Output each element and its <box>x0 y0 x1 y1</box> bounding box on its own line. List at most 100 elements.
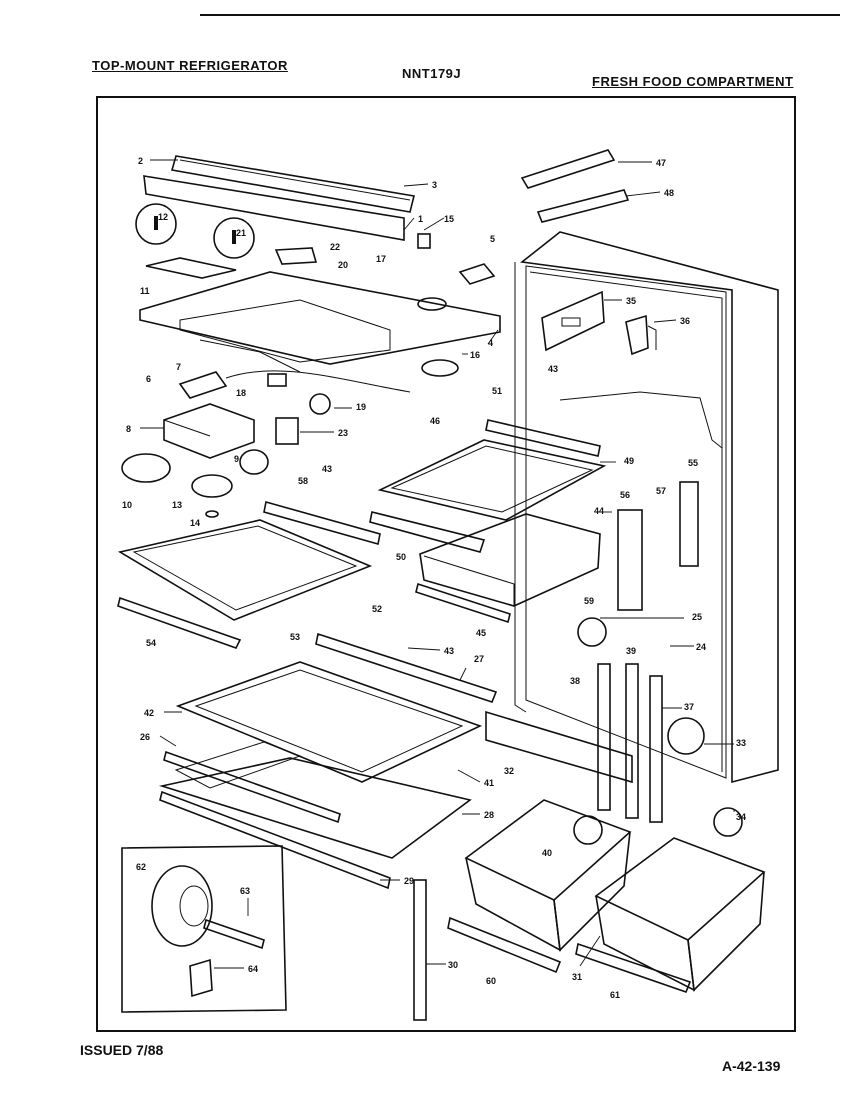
callout-labels: 2 3 1 15 12 21 22 20 5 17 11 4 7 16 6 18… <box>122 156 746 1000</box>
callout-61: 61 <box>610 990 620 1000</box>
part-30-adjuster <box>413 879 427 1021</box>
part-54-trim <box>117 596 242 649</box>
callout-1: 1 <box>418 214 423 224</box>
part-15-light-socket <box>417 233 431 249</box>
callout-36: 36 <box>680 316 690 326</box>
section-heading: FRESH FOOD COMPARTMENT <box>592 74 794 89</box>
callout-11: 11 <box>140 286 150 296</box>
part-20-heater <box>274 247 318 265</box>
callout-25: 25 <box>692 612 702 622</box>
callout-17: 17 <box>376 254 386 264</box>
callout-18: 18 <box>236 388 246 398</box>
callout-48: 48 <box>664 188 674 198</box>
callout-8: 8 <box>126 424 131 434</box>
part-9-knob-callout <box>239 449 269 475</box>
part-11-bracket <box>145 257 237 279</box>
part-48-trim <box>536 189 630 223</box>
callout-54: 54 <box>146 638 156 648</box>
callout-20: 20 <box>338 260 348 270</box>
callout-50: 50 <box>396 552 406 562</box>
callout-13: 13 <box>172 500 182 510</box>
callout-55: 55 <box>688 458 698 468</box>
callout-40: 40 <box>542 848 552 858</box>
callout-43b: 43 <box>322 464 332 474</box>
issued-date: ISSUED 7/88 <box>80 1042 164 1058</box>
part-5-damper <box>458 263 496 285</box>
part-61-trim <box>575 942 692 994</box>
part-42-shelf-lower <box>175 632 498 783</box>
part-19-light-bulb <box>309 393 331 415</box>
callout-28: 28 <box>484 810 494 820</box>
part-31-crisper-drawer-right <box>594 837 766 992</box>
callout-7: 7 <box>176 362 181 372</box>
callout-21: 21 <box>236 228 246 238</box>
callout-32: 32 <box>504 766 514 776</box>
part-47-trim <box>520 149 616 189</box>
capillary-tube <box>225 370 411 393</box>
callout-9: 9 <box>234 454 239 464</box>
part-40-callout <box>573 815 603 845</box>
part-55-control <box>679 481 699 567</box>
part-21-screw-callout <box>213 217 255 259</box>
callout-15: 15 <box>444 214 454 224</box>
callout-47: 47 <box>656 158 666 168</box>
callout-45: 45 <box>476 628 486 638</box>
part-37-rail <box>649 675 663 823</box>
callout-12: 12 <box>158 212 168 222</box>
callout-26: 26 <box>140 732 150 742</box>
callout-41: 41 <box>484 778 494 788</box>
callout-2: 2 <box>138 156 143 166</box>
callout-3: 3 <box>432 180 437 190</box>
callout-38: 38 <box>570 676 580 686</box>
callout-34: 34 <box>736 812 746 822</box>
part-17-control-knob <box>417 297 447 311</box>
part-50-trim <box>369 511 486 553</box>
part-23-switch <box>275 417 299 445</box>
part-16-knob <box>421 359 459 377</box>
part-53-shelf-middle <box>117 500 381 621</box>
callout-51: 51 <box>492 386 502 396</box>
callout-63: 63 <box>240 886 250 896</box>
callout-22: 22 <box>330 242 340 252</box>
part-12-screw-callout <box>135 203 177 245</box>
part-34-leveler <box>713 807 743 837</box>
callout-23: 23 <box>338 428 348 438</box>
callout-37: 37 <box>684 702 694 712</box>
callout-43: 43 <box>548 364 558 374</box>
part-2-3-top-cover <box>143 155 415 241</box>
callout-57: 57 <box>656 486 666 496</box>
part-6-thermostat <box>178 371 228 399</box>
callout-19: 19 <box>356 402 366 412</box>
part-35-shield <box>541 290 605 352</box>
top-rule <box>200 14 840 16</box>
callout-33: 33 <box>736 738 746 748</box>
callout-58: 58 <box>298 476 308 486</box>
part-38-rail <box>597 663 611 811</box>
callout-60: 60 <box>486 976 496 986</box>
part-60-trim <box>447 916 562 974</box>
part-31-crisper-drawer-left <box>464 799 632 952</box>
part-56-cover <box>617 509 643 611</box>
leader-lines <box>140 159 735 969</box>
callout-52: 52 <box>372 604 382 614</box>
part-33-hinge-callout <box>667 717 705 755</box>
part-14-spring <box>205 510 219 518</box>
part-44-meat-drawer <box>419 513 601 607</box>
callout-39: 39 <box>626 646 636 656</box>
callout-4: 4 <box>488 338 493 348</box>
part-10-dial <box>121 453 171 483</box>
part-32-grille <box>485 710 633 784</box>
part-8-control-housing <box>163 403 255 459</box>
model-number: NNT179J <box>402 66 462 81</box>
callout-31: 31 <box>572 972 582 982</box>
callout-59: 59 <box>584 596 594 606</box>
part-39-rail <box>625 663 639 819</box>
part-18-socket <box>267 373 287 387</box>
part-13-dial <box>191 474 233 498</box>
part-29-trim <box>159 790 391 890</box>
callout-29: 29 <box>404 876 414 886</box>
callout-35: 35 <box>626 296 636 306</box>
model-type-heading: TOP-MOUNT REFRIGERATOR <box>92 58 288 73</box>
part-28-crisper-cover <box>158 741 472 859</box>
part-59-callout <box>577 617 607 647</box>
